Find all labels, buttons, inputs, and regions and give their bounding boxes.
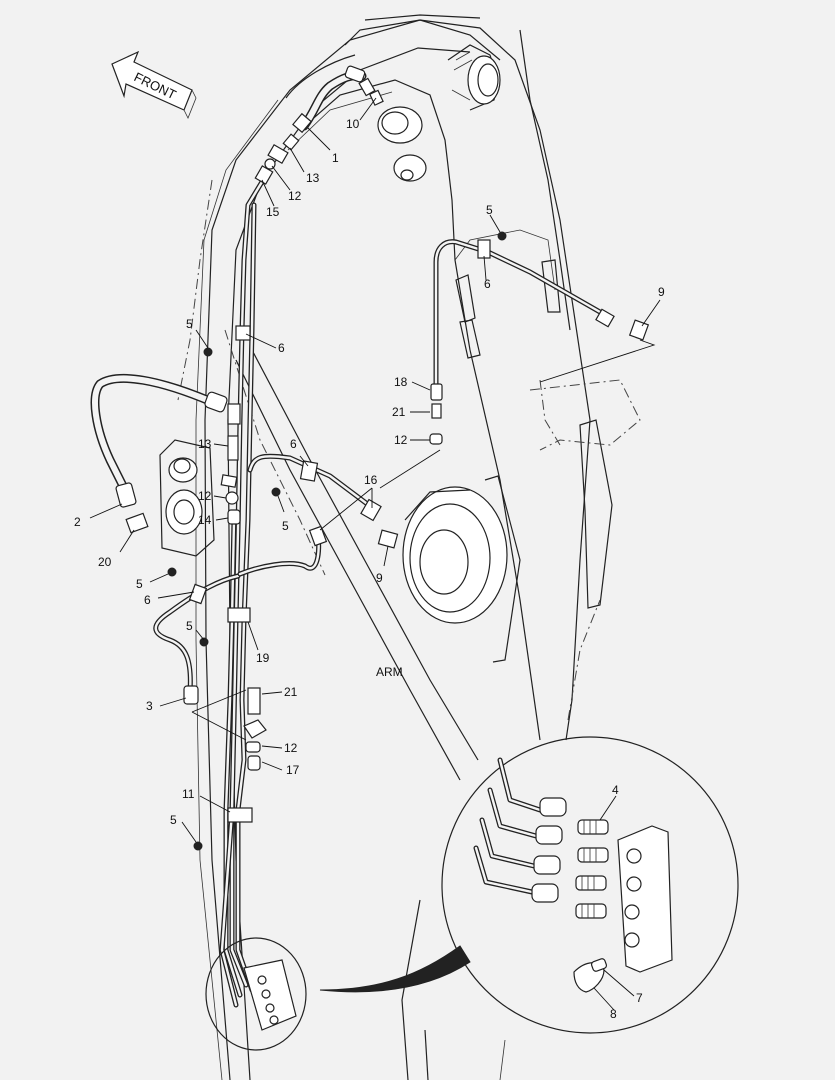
fitting-13-top	[282, 133, 300, 151]
elbow-upper-left	[227, 403, 241, 425]
callout-2: 2	[74, 515, 81, 529]
detail-contents	[473, 757, 673, 993]
plate-mid	[220, 474, 238, 488]
callout-17: 17	[286, 763, 300, 777]
callout-5-e: 5	[186, 619, 193, 633]
callout-13-mid: 13	[198, 437, 212, 451]
callout-7: 7	[636, 991, 643, 1005]
arm-structure	[159, 14, 641, 1080]
bottom-coupler-block	[243, 959, 297, 1031]
clamp-plate-top	[267, 143, 289, 165]
detail-magnified-circle	[441, 736, 739, 1034]
couplers-4	[575, 819, 609, 919]
piping	[90, 71, 603, 1008]
fitting-21-upper	[431, 403, 442, 419]
callout-5-f: 5	[170, 813, 177, 827]
bolt-5-f	[193, 841, 203, 851]
callout-10: 10	[346, 117, 360, 131]
fitting-3	[183, 685, 199, 705]
fitting-21-lower	[247, 687, 261, 715]
fittings	[115, 65, 650, 1031]
fitting-9-upper	[595, 308, 615, 328]
callout-9-lower: 9	[376, 571, 383, 585]
callout-20: 20	[98, 555, 112, 569]
nut-12-mid	[225, 491, 239, 505]
callout-21-lower: 21	[284, 685, 298, 699]
fitting-15	[254, 165, 274, 185]
fitting-14	[227, 509, 241, 525]
fitting-1	[292, 112, 312, 134]
callout-6-a: 6	[278, 341, 285, 355]
nut-12-lower	[245, 741, 261, 753]
detail-callout	[205, 736, 739, 1051]
callout-21-upper: 21	[392, 405, 406, 419]
detail-source-circle	[205, 937, 307, 1051]
bolt-5-e	[199, 637, 209, 647]
clamp-6-lower	[188, 583, 208, 605]
leader-lines	[89, 97, 661, 1011]
callout-16: 16	[364, 473, 378, 487]
callout-3: 3	[146, 699, 153, 713]
callout-5-c: 5	[282, 519, 289, 533]
fitting-13-mid	[227, 435, 239, 461]
clamp-6-right	[477, 239, 491, 259]
callout-1: 1	[332, 151, 339, 165]
fitting-16-left	[308, 525, 328, 547]
clamp-6-upper	[235, 325, 251, 341]
callout-5-a: 5	[186, 317, 193, 331]
callout-6-b: 6	[484, 277, 491, 291]
callout-12-top: 12	[288, 189, 302, 203]
callout-6-d: 6	[144, 593, 151, 607]
hose-end-fitting-2	[115, 482, 137, 508]
elbow-fitting-top	[344, 65, 376, 97]
callout-5-b: 5	[486, 203, 493, 217]
fitting-18	[430, 383, 443, 401]
fitting-17	[247, 755, 261, 771]
plate-lower	[243, 719, 267, 739]
elbow-20	[125, 512, 149, 534]
fitting-16-right	[360, 498, 382, 522]
arm-label: ARM	[376, 665, 403, 679]
front-arrow: FRONT	[111, 50, 197, 119]
coupler-block	[617, 825, 673, 973]
callout-11: 11	[182, 787, 195, 801]
callout-13-top: 13	[306, 171, 320, 185]
fitting-10	[369, 89, 384, 106]
bolt-5-b	[497, 231, 507, 241]
callout-18: 18	[394, 375, 408, 389]
callout-5-d: 5	[136, 577, 143, 591]
nut-12-right	[429, 433, 443, 445]
callout-15: 15	[266, 205, 280, 219]
callout-4: 4	[612, 783, 619, 797]
callout-12-lower: 12	[284, 741, 298, 755]
callout-12-right: 12	[394, 433, 408, 447]
callout-6-c: 6	[290, 437, 297, 451]
callout-numbers: 1 10 13 12 15 5 6 5 6 9 18 21 12 13 6 16…	[74, 117, 665, 1021]
fitting-7	[590, 958, 608, 972]
callout-9-upper: 9	[658, 285, 665, 299]
bolt-5-c	[271, 487, 281, 497]
clamp-19	[227, 607, 251, 623]
clamp-6-mid	[299, 460, 319, 482]
bolt-5-a	[203, 347, 213, 357]
callout-19: 19	[256, 651, 270, 665]
detail-connector-wedge	[319, 945, 471, 993]
clamp-11	[227, 807, 253, 823]
elbow-9-upper	[628, 319, 650, 341]
callout-14: 14	[198, 513, 212, 527]
elbow-9-lower	[377, 529, 399, 549]
hose-end-fitting-upper	[204, 391, 228, 413]
callout-12-mid: 12	[198, 489, 212, 503]
bolt-5-d	[167, 567, 177, 577]
callout-8: 8	[610, 1007, 617, 1021]
